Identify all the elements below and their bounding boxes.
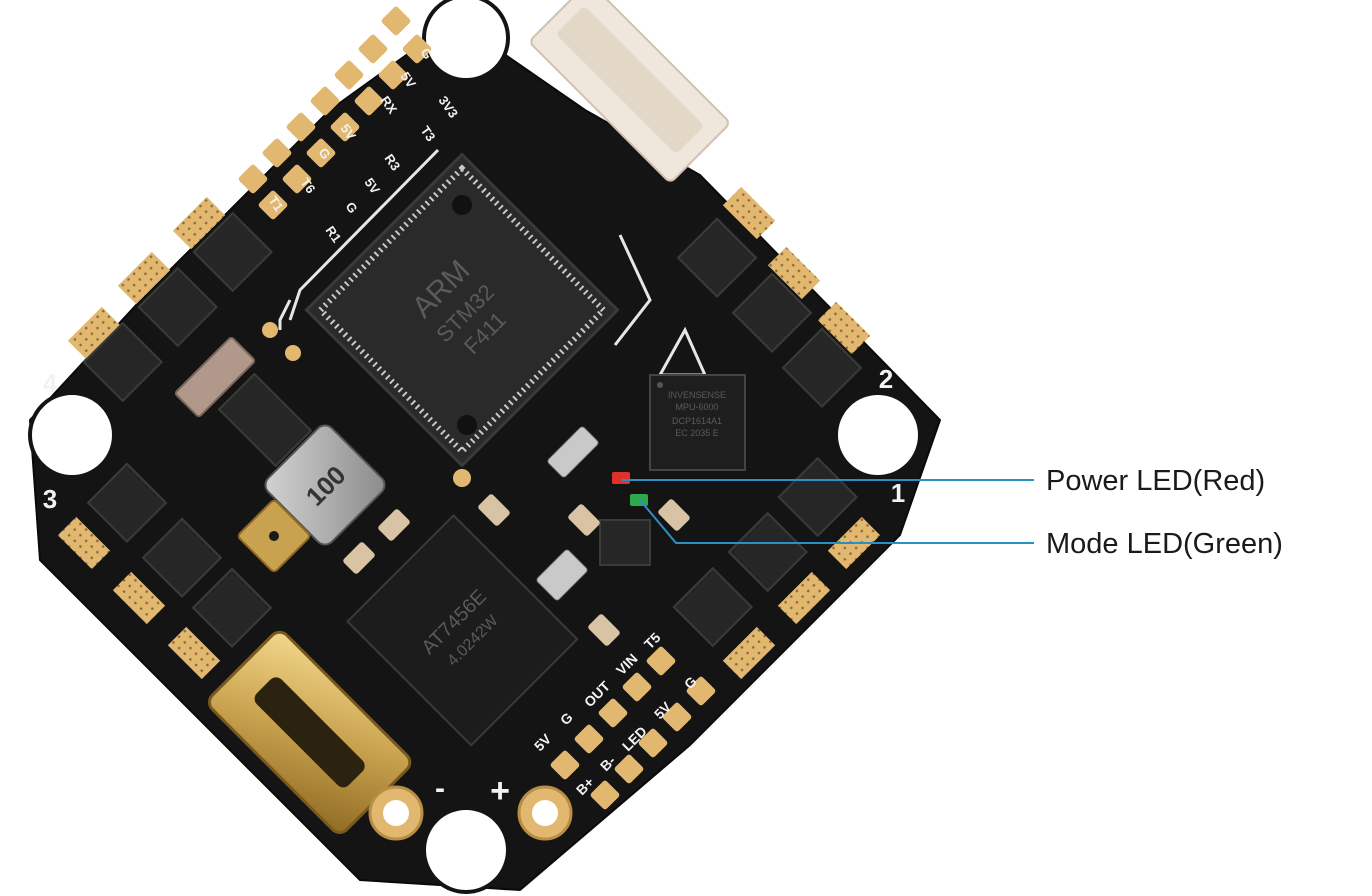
osd-chip: AT7456E 4.0242W [346,514,579,747]
pad-label: T1 [266,193,287,214]
signal-pads-top [238,6,432,220]
imu-marking-2: MPU-6000 [675,402,718,412]
callout-lines [622,479,1034,544]
motor-label-2: 2 [879,364,893,394]
boot-button [237,499,311,573]
battery-pads [368,785,573,841]
imu-chip: INVENSENSE MPU-6000 DCP1614A1 EC 2035 E [649,374,746,471]
power-plus-label: + [490,772,510,810]
imu-marking-1: INVENSENSE [668,390,726,400]
inductor: 100 [264,424,386,546]
motor-label-3: 3 [43,484,57,514]
imu-marking-4: EC 2035 E [675,428,719,438]
pad-label: T6 [298,175,319,196]
motor-label-1: 1 [891,478,905,508]
imu-marking-3: DCP1614A1 [672,416,722,426]
power-led-label: Power LED(Red) [1046,465,1266,497]
jst-connector [530,0,729,182]
signal-pads-bottom [550,646,716,810]
pad-label: T3 [418,123,439,144]
power-minus-label: - [435,772,445,805]
mode-led [630,494,648,506]
mounting-holes [28,0,922,894]
mode-led-callout-line [639,499,1034,544]
pcb-board [28,18,942,892]
passives [174,322,690,646]
power-led [612,472,630,484]
motor-label-4: 4 [43,368,58,398]
mosfets [82,211,863,649]
motor-pads [57,186,881,680]
mcu-chip: ARM STM32 F411 [304,152,620,468]
mode-led-label: Mode LED(Green) [1046,528,1283,560]
